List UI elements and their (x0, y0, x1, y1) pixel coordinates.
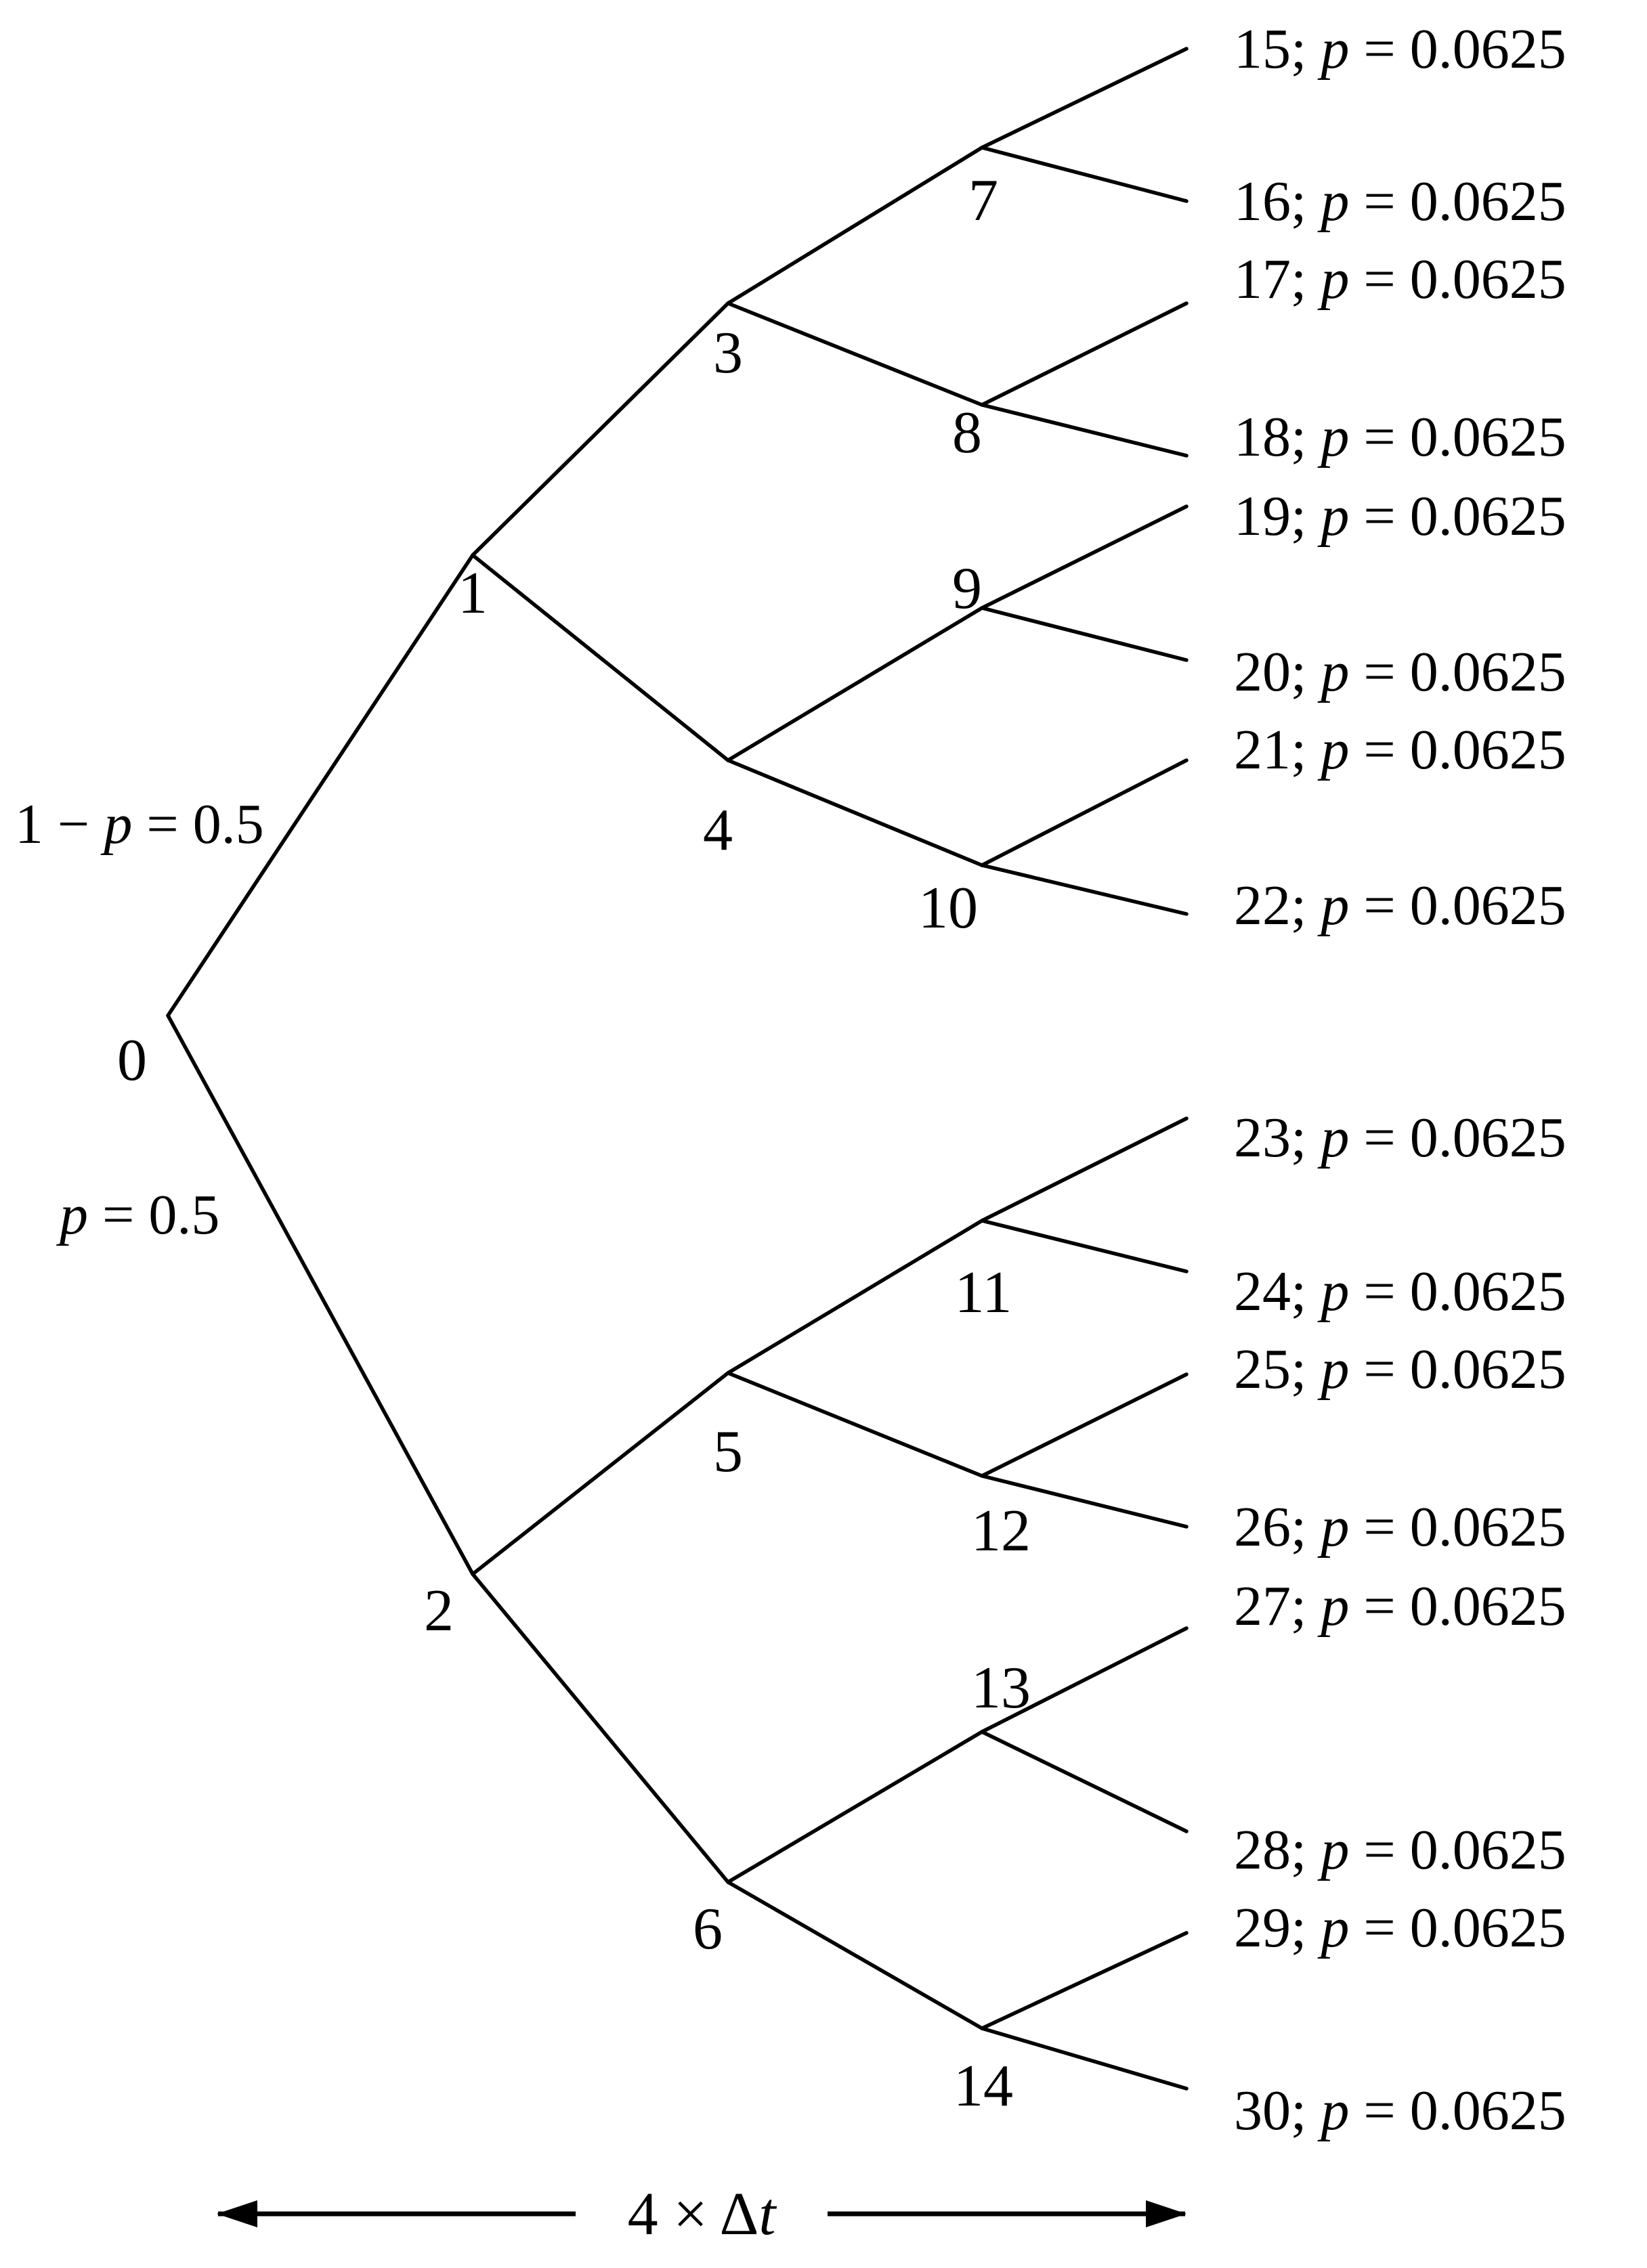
node-label-7: 7 (968, 168, 998, 234)
node-label-6: 6 (693, 1896, 723, 1962)
edge-3-7 (726, 146, 984, 305)
edge-14-29 (980, 1931, 1189, 2030)
edge-2-5 (471, 1371, 730, 1576)
time-axis: 4 × Δt (217, 2181, 1186, 2248)
leaf-labels: 15; p = 0.0625 16; p = 0.0625 17; p = 0.06… (1234, 18, 1566, 2142)
node-label-10: 10 (918, 875, 978, 941)
tree-edges (166, 47, 1189, 2091)
leaf-label-19: 19; p = 0.0625 (1234, 485, 1566, 548)
leaf-label-30: 30; p = 0.0625 (1234, 2079, 1566, 2142)
node-label-13: 13 (971, 1655, 1031, 1721)
node-label-1: 1 (458, 561, 488, 626)
edge-9-20 (980, 606, 1189, 662)
node-label-3: 3 (713, 320, 743, 386)
edge-4-10 (726, 758, 984, 867)
leaf-label-23: 23; p = 0.0625 (1234, 1106, 1566, 1169)
time-axis-label: 4 × Δt (628, 2181, 777, 2248)
edge-11-24 (980, 1219, 1189, 1273)
edge-6-13 (726, 1730, 984, 1884)
left-arrowhead (217, 2200, 257, 2227)
edge-8-17 (980, 301, 1189, 407)
edge-10-21 (980, 758, 1189, 867)
edge-12-26 (980, 1474, 1189, 1529)
edge-5-11 (726, 1219, 984, 1375)
node-label-14: 14 (954, 2053, 1013, 2119)
edge-12-25 (980, 1372, 1189, 1478)
leaf-label-29: 29; p = 0.0625 (1234, 1896, 1566, 1959)
edge-7-15 (980, 47, 1189, 150)
edge-1-3 (471, 301, 730, 557)
edge-8-18 (980, 403, 1189, 458)
right-arrowhead (1146, 2200, 1186, 2227)
leaf-label-22: 22; p = 0.0625 (1234, 874, 1566, 937)
leaf-label-16: 16; p = 0.0625 (1234, 170, 1566, 233)
leaf-label-17: 17; p = 0.0625 (1234, 248, 1566, 311)
edge-3-8 (726, 301, 984, 407)
edge-0-2 (166, 1013, 475, 1576)
node-label-2: 2 (424, 1578, 454, 1644)
branch-label-up: 1 − p = 0.5 (15, 793, 264, 856)
edge-2-6 (471, 1572, 730, 1884)
edge-10-22 (980, 863, 1189, 916)
edge-9-19 (980, 504, 1189, 610)
leaf-label-24: 24; p = 0.0625 (1234, 1260, 1566, 1323)
edge-13-28 (980, 1730, 1189, 1833)
node-label-9: 9 (952, 556, 982, 621)
leaf-label-15: 15; p = 0.0625 (1234, 18, 1566, 81)
node-label-11: 11 (955, 1260, 1012, 1326)
node-label-4: 4 (703, 798, 733, 863)
leaf-label-26: 26; p = 0.0625 (1234, 1496, 1566, 1558)
leaf-label-27: 27; p = 0.0625 (1234, 1575, 1566, 1638)
node-label-8: 8 (952, 400, 982, 466)
edge-4-9 (726, 606, 984, 762)
edge-14-30 (980, 2026, 1189, 2091)
leaf-label-28: 28; p = 0.0625 (1234, 1818, 1566, 1881)
edge-0-1 (166, 553, 475, 1018)
leaf-label-20: 20; p = 0.0625 (1234, 640, 1566, 703)
edge-5-12 (726, 1371, 984, 1478)
node-label-0: 0 (117, 1028, 147, 1093)
edge-1-4 (471, 553, 730, 762)
leaf-label-25: 25; p = 0.0625 (1234, 1338, 1566, 1401)
edge-7-16 (980, 146, 1189, 203)
branch-label-down: p = 0.5 (56, 1183, 219, 1246)
edge-11-23 (980, 1116, 1189, 1223)
edge-6-14 (726, 1880, 984, 2030)
leaf-label-18: 18; p = 0.0625 (1234, 406, 1566, 468)
leaf-label-21: 21; p = 0.0625 (1234, 718, 1566, 781)
edge-13-27 (980, 1626, 1189, 1734)
node-label-12: 12 (971, 1498, 1031, 1564)
node-label-5: 5 (713, 1419, 743, 1485)
